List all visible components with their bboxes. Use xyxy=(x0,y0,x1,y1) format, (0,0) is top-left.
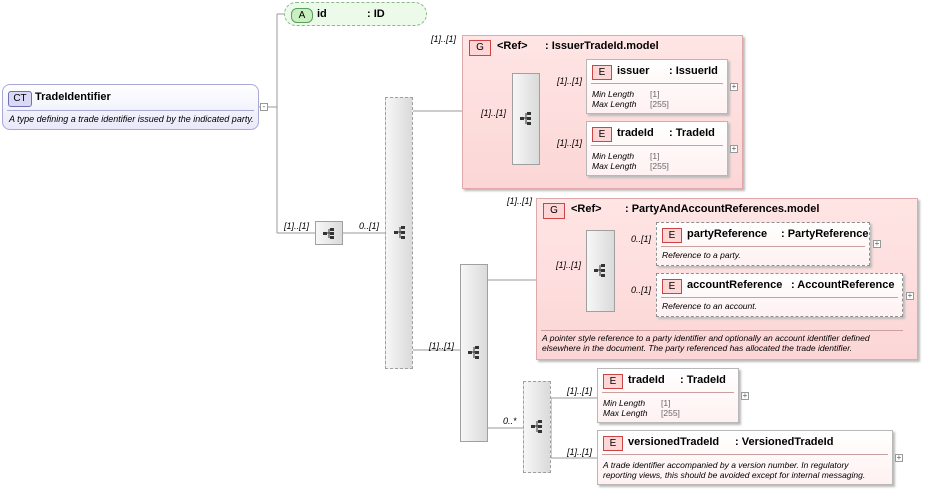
element-issuer[interactable]: E issuer : IssuerId Min Length [1] Max L… xyxy=(586,59,728,114)
group-ref: <Ref> xyxy=(497,40,528,52)
divider xyxy=(661,246,865,247)
sequence-icon xyxy=(323,228,334,239)
attribute-type: : ID xyxy=(367,8,385,20)
choice-compositor[interactable] xyxy=(315,221,343,245)
element-name: accountReference xyxy=(687,279,783,291)
facet-min-length-value: [1] xyxy=(650,151,660,161)
facet-max-length-label: Max Length xyxy=(603,408,648,418)
complex-type-description: A type defining a trade identifier issue… xyxy=(9,114,254,124)
element-badge: E xyxy=(662,279,682,294)
facet-max-length-label: Max Length xyxy=(592,99,637,109)
group-name: : PartyAndAccountReferences.model xyxy=(625,203,820,215)
facet-max-length-value: [255] xyxy=(650,99,669,109)
facet-min-length-label: Min Length xyxy=(603,398,646,408)
cardinality-group1-sequence: [1]..[1] xyxy=(481,108,507,118)
element-name: versionedTradeId xyxy=(628,436,720,448)
group-description: A pointer style reference to a party ide… xyxy=(542,333,870,353)
element-tradeid-2[interactable]: E tradeId : TradeId Min Length [1] Max L… xyxy=(597,368,739,423)
facet-max-length-value: [255] xyxy=(650,161,669,171)
divider xyxy=(7,110,254,111)
element-badge: E xyxy=(592,127,612,142)
element-versionedtradeid[interactable]: E versionedTradeId : VersionedTradeId A … xyxy=(597,430,893,485)
element-description: Reference to an account. xyxy=(662,301,757,311)
group-badge: G xyxy=(469,40,491,56)
divider xyxy=(541,330,903,331)
divider xyxy=(591,83,723,84)
element-name: issuer xyxy=(617,65,650,77)
facet-max-length-label: Max Length xyxy=(592,161,637,171)
cardinality-choice: 0..[1] xyxy=(359,221,380,231)
expand-toggle[interactable]: + xyxy=(906,291,914,300)
element-badge: E xyxy=(662,228,682,243)
cardinality-issuer: [1]..[1] xyxy=(557,76,583,86)
divider xyxy=(591,145,723,146)
cardinality-tradeid-2: [1]..[1] xyxy=(567,386,593,396)
sequence-icon xyxy=(531,420,542,433)
cardinality-sequence-3: 0..* xyxy=(503,416,517,426)
expand-toggle[interactable]: + xyxy=(895,453,903,462)
element-accountreference[interactable]: E accountReference : AccountReference Re… xyxy=(656,273,903,317)
facet-max-length-value: [255] xyxy=(661,408,680,418)
facet-min-length-value: [1] xyxy=(650,89,660,99)
facet-min-length-label: Min Length xyxy=(592,151,635,161)
sequence-icon xyxy=(468,346,479,359)
element-partyreference[interactable]: E partyReference : PartyReference Refere… xyxy=(656,222,870,266)
sequence-icon xyxy=(394,226,405,239)
element-name: tradeId xyxy=(617,127,654,139)
cardinality-accountreference: 0..[1] xyxy=(631,285,652,295)
element-description-line-1: A trade identifier accompanied by a vers… xyxy=(603,460,849,470)
facet-min-length-value: [1] xyxy=(661,398,671,408)
element-type: : VersionedTradeId xyxy=(735,436,834,448)
cardinality-versionedtradeid: [1]..[1] xyxy=(567,447,593,457)
group-badge: G xyxy=(543,203,565,219)
expand-toggle[interactable]: + xyxy=(730,144,738,153)
sequence-3[interactable] xyxy=(523,381,551,473)
facet-min-length-label: Min Length xyxy=(592,89,635,99)
sequence-group2[interactable] xyxy=(586,230,615,312)
element-type: : IssuerId xyxy=(669,65,718,77)
element-badge: E xyxy=(603,436,623,451)
element-type: : TradeId xyxy=(669,127,715,139)
element-type: : TradeId xyxy=(680,374,726,386)
element-tradeid-1[interactable]: E tradeId : TradeId Min Length [1] Max L… xyxy=(586,121,728,176)
element-description-line-2: reporting views, this should be avoided … xyxy=(603,470,866,480)
divider xyxy=(602,392,734,393)
collapse-toggle[interactable]: - xyxy=(260,103,268,111)
cardinality-sequence-2: [1]..[1] xyxy=(429,341,455,351)
divider xyxy=(602,454,888,455)
element-badge: E xyxy=(592,65,612,80)
attribute-id[interactable]: A id : ID xyxy=(284,2,427,26)
complex-type-tradeidentifier[interactable]: CT TradeIdentifier A type defining a tra… xyxy=(2,84,259,130)
expand-toggle[interactable]: + xyxy=(741,391,749,400)
sequence-main[interactable] xyxy=(385,97,413,369)
cardinality-sequence-1: [1]..[1] xyxy=(284,221,310,231)
sequence-icon xyxy=(520,112,531,125)
element-type: : AccountReference xyxy=(791,279,895,291)
complex-type-name: TradeIdentifier xyxy=(35,91,111,103)
sequence-group1[interactable] xyxy=(512,73,540,165)
cardinality-tradeid-1: [1]..[1] xyxy=(557,138,583,148)
attribute-name: id xyxy=(317,8,327,20)
cardinality-group-1: [1]..[1] xyxy=(431,34,457,44)
element-badge: E xyxy=(603,374,623,389)
sequence-2[interactable] xyxy=(460,264,488,442)
attribute-badge: A xyxy=(291,8,313,23)
expand-toggle[interactable]: + xyxy=(873,239,881,248)
group-name: : IssuerTradeId.model xyxy=(545,40,659,52)
element-name: tradeId xyxy=(628,374,665,386)
cardinality-partyreference: 0..[1] xyxy=(631,234,652,244)
complex-type-badge: CT xyxy=(8,91,32,107)
group-ref: <Ref> xyxy=(571,203,602,215)
sequence-icon xyxy=(594,264,605,277)
cardinality-group-2: [1]..[1] xyxy=(507,196,533,206)
element-name: partyReference xyxy=(687,228,768,240)
cardinality-group2-sequence: [1]..[1] xyxy=(556,260,582,270)
expand-toggle[interactable]: + xyxy=(730,82,738,91)
element-description: Reference to a party. xyxy=(662,250,741,260)
element-type: : PartyReference xyxy=(781,228,869,240)
divider xyxy=(661,297,898,298)
